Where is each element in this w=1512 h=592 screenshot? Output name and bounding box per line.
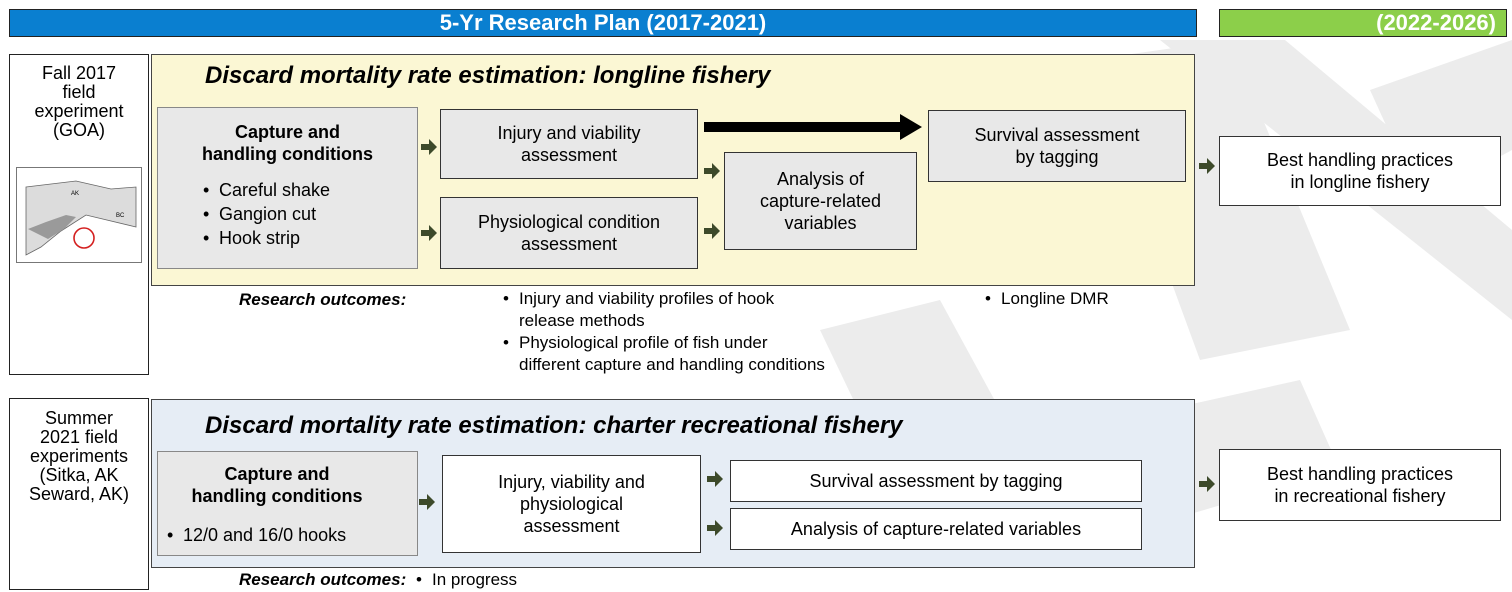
charter-outcomes-label: Research outcomes:	[239, 570, 407, 589]
goa-map-thumbnail: AK BC	[16, 167, 142, 263]
longline-capture-list: Careful shake Gangion cut Hook strip	[203, 178, 330, 250]
charter-outcomes-list: •In progress	[416, 570, 518, 589]
list-item: release methods	[519, 311, 645, 330]
longline-side-label: Fall 2017 field experiment (GOA)	[34, 63, 124, 140]
small-right-arrow-icon	[421, 225, 437, 241]
longline-capture-title: Capture and handling conditions	[202, 122, 373, 164]
list-item: Careful shake	[203, 178, 330, 202]
future-title: (2022-2026)	[1376, 10, 1496, 35]
list-item: •Physiological profile of fish under	[503, 333, 768, 352]
charter-survival-box: Survival assessment by tagging	[730, 460, 1142, 502]
small-right-arrow-icon	[419, 494, 435, 510]
list-item: •Injury and viability profiles of hook	[503, 289, 775, 308]
longline-panel-title: Discard mortality rate estimation: longl…	[205, 62, 771, 89]
charter-capture-list: 12/0 and 16/0 hooks	[167, 523, 346, 547]
small-right-arrow-icon	[421, 139, 437, 155]
charter-capture-title: Capture and handling conditions	[191, 464, 363, 506]
longline-outcomes-label: Research outcomes:	[239, 290, 407, 309]
small-right-arrow-icon	[707, 471, 723, 487]
longline-outcomes-list: •Injury and viability profiles of hook r…	[503, 288, 825, 376]
charter-analysis-box: Analysis of capture-related variables	[730, 508, 1142, 550]
list-item: different capture and handling condition…	[519, 355, 825, 374]
plan-title: 5-Yr Research Plan (2017-2021)	[439, 10, 767, 35]
charter-side-label: Summer 2021 field experiments (Sitka, AK…	[28, 408, 130, 504]
list-item: Hook strip	[203, 226, 330, 250]
big-right-arrow-icon	[704, 114, 922, 140]
plan-header-bar: 5-Yr Research Plan (2017-2021)	[9, 9, 1197, 37]
charter-panel-title: Discard mortality rate estimation: chart…	[205, 412, 903, 439]
charter-side-box	[9, 398, 149, 590]
svg-text:BC: BC	[116, 213, 125, 219]
list-item: 12/0 and 16/0 hooks	[167, 523, 346, 547]
small-right-arrow-icon	[704, 163, 720, 179]
small-right-arrow-icon	[707, 520, 723, 536]
small-right-arrow-icon	[1199, 158, 1215, 174]
future-header-bar: (2022-2026)	[1219, 9, 1507, 37]
small-right-arrow-icon	[1199, 476, 1215, 492]
svg-text:AK: AK	[71, 191, 79, 197]
list-item: Gangion cut	[203, 202, 330, 226]
longline-outcomes-dmr: •Longline DMR	[985, 289, 1109, 308]
small-right-arrow-icon	[704, 223, 720, 239]
